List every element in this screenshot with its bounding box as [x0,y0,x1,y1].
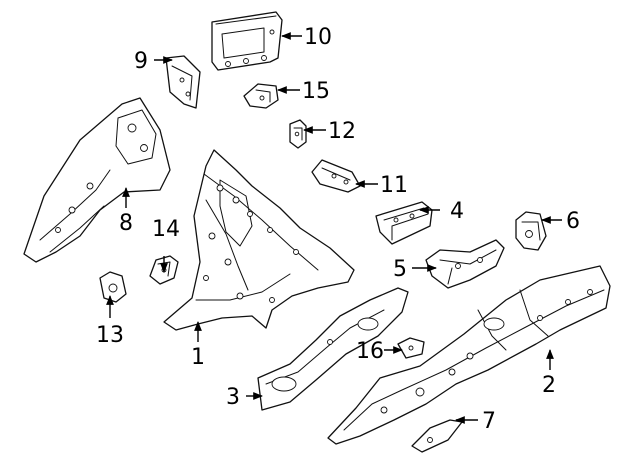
callout-6[interactable]: 6 [566,209,580,234]
part-16-clip[interactable] [397,337,425,359]
part-8-wheelhouse[interactable] [23,97,171,263]
part-12-clip[interactable] [289,119,307,149]
part-13-mount[interactable] [99,271,127,303]
leader-lines [106,32,562,424]
part-10-panel[interactable] [211,11,283,71]
callout-1[interactable]: 1 [191,345,205,370]
callout-9[interactable]: 9 [134,49,148,74]
part-4-bracket[interactable] [375,201,433,245]
callout-12[interactable]: 12 [328,119,356,144]
callout-4[interactable]: 4 [450,199,464,224]
part-11-bracket[interactable] [311,159,361,193]
part-3-rail[interactable] [257,287,409,411]
callout-16[interactable]: 16 [356,339,384,364]
part-2-frame-rail[interactable] [327,265,611,445]
callout-15[interactable]: 15 [302,79,330,104]
callout-10[interactable]: 10 [304,25,332,50]
part-7-bracket[interactable] [411,419,463,453]
part-5-rail-extension[interactable] [425,239,505,289]
callout-8[interactable]: 8 [119,211,133,236]
callout-5[interactable]: 5 [393,257,407,282]
part-9-bracket[interactable] [165,55,201,109]
part-6-mount[interactable] [515,211,547,251]
callout-7[interactable]: 7 [482,409,496,434]
callout-2[interactable]: 2 [542,373,556,398]
callout-11[interactable]: 11 [380,173,408,198]
callout-labels: 10 9 15 12 11 8 4 6 5 14 13 1 3 16 2 7 [96,25,580,434]
part-15-bracket[interactable] [243,83,279,109]
part-1-inner-panel[interactable] [163,149,355,331]
callout-14[interactable]: 14 [152,217,180,242]
callout-13[interactable]: 13 [96,323,124,348]
callout-3[interactable]: 3 [226,385,240,410]
